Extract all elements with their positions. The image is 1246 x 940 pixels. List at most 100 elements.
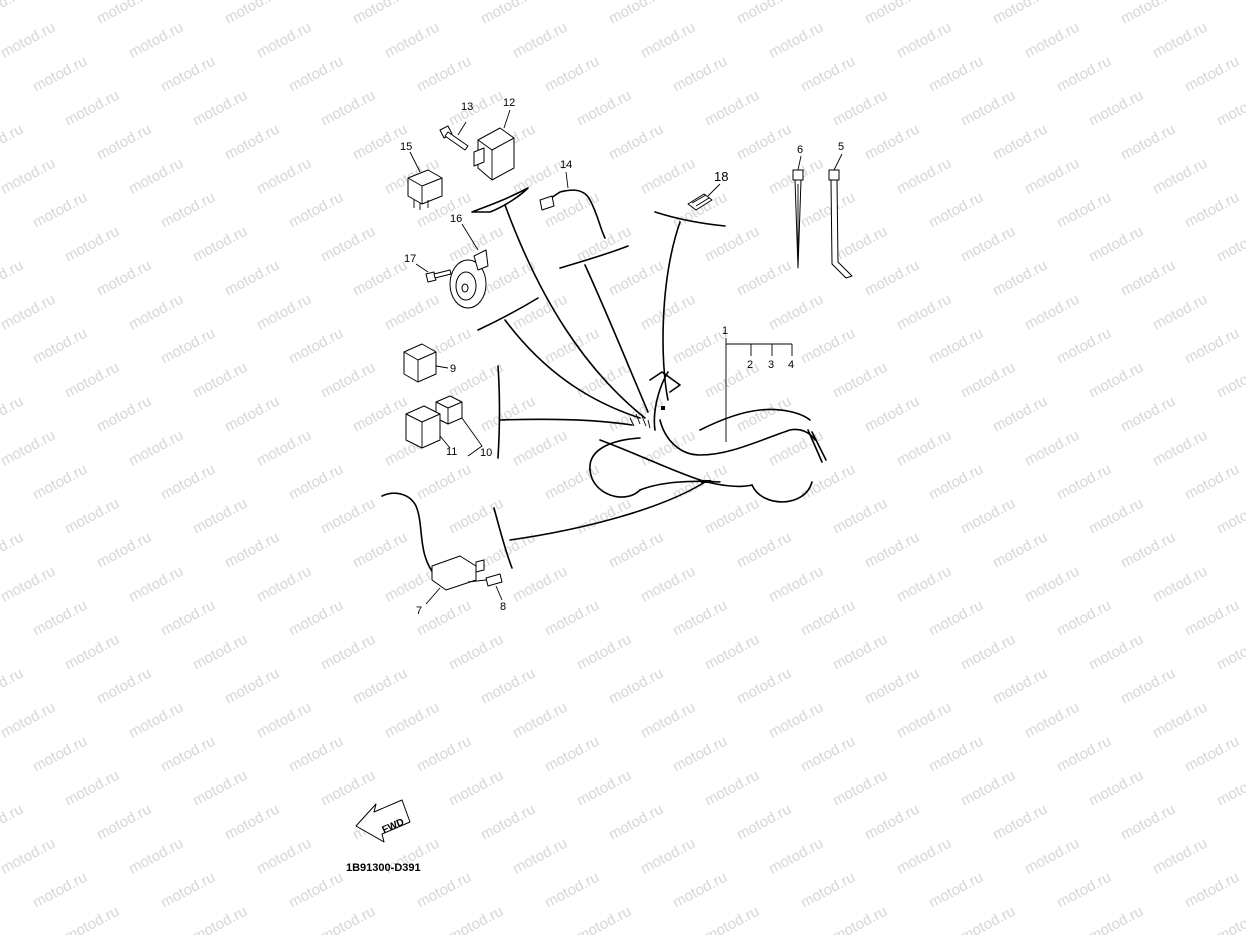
watermark-text: motod.ru bbox=[830, 903, 890, 935]
watermark-text: motod.ru bbox=[126, 155, 186, 198]
watermark-text: motod.ru bbox=[382, 19, 442, 62]
watermark-text: motod.ru bbox=[702, 903, 762, 935]
watermark-text: motod.ru bbox=[1150, 291, 1210, 334]
watermark-text: motod.ru bbox=[670, 597, 730, 640]
watermark-text: motod.ru bbox=[158, 869, 218, 912]
watermark-text: motod.ru bbox=[190, 767, 250, 810]
watermark-text: motod.ru bbox=[606, 529, 666, 572]
watermark-text: motod.ru bbox=[158, 597, 218, 640]
watermark-text: motod.ru bbox=[318, 223, 378, 266]
callout-8: 8 bbox=[500, 601, 506, 613]
watermark-text: motod.ru bbox=[862, 529, 922, 572]
watermark-text: motod.ru bbox=[1182, 53, 1242, 96]
watermark-text: motod.ru bbox=[862, 121, 922, 164]
watermark-text: motod.ru bbox=[478, 393, 538, 436]
watermark-text: motod.ru bbox=[574, 767, 634, 810]
watermark-text: motod.ru bbox=[414, 597, 474, 640]
watermark-text: motod.ru bbox=[1214, 631, 1246, 674]
watermark-text: motod.ru bbox=[1118, 393, 1178, 436]
bolt-17-icon bbox=[416, 264, 451, 282]
watermark-text: motod.ru bbox=[734, 393, 794, 436]
watermark-text: motod.ru bbox=[190, 87, 250, 130]
watermark-text: motod.ru bbox=[414, 53, 474, 96]
watermark-text: motod.ru bbox=[542, 53, 602, 96]
watermark-text: motod.ru bbox=[766, 291, 826, 334]
watermark-text: motod.ru bbox=[1182, 461, 1242, 504]
watermark-text: motod.ru bbox=[414, 869, 474, 912]
watermark-text: motod.ru bbox=[62, 223, 122, 266]
watermark-text: motod.ru bbox=[318, 903, 378, 935]
watermark-text: motod.ru bbox=[62, 495, 122, 538]
watermark-text: motod.ru bbox=[798, 597, 858, 640]
watermark-text: motod.ru bbox=[1118, 529, 1178, 572]
watermark-text: motod.ru bbox=[606, 801, 666, 844]
callout-3: 3 bbox=[768, 359, 774, 371]
watermark-text: motod.ru bbox=[190, 359, 250, 402]
watermark-text: motod.ru bbox=[638, 155, 698, 198]
watermark-text: motod.ru bbox=[830, 223, 890, 266]
watermark-text: motod.ru bbox=[30, 597, 90, 640]
callout-1: 1 bbox=[722, 325, 728, 337]
watermark-text: motod.ru bbox=[286, 53, 346, 96]
watermark-text: motod.ru bbox=[30, 189, 90, 232]
watermark-text: motod.ru bbox=[1086, 495, 1146, 538]
watermark-text: motod.ru bbox=[1118, 121, 1178, 164]
watermark-text: motod.ru bbox=[286, 325, 346, 368]
watermark-text: motod.ru bbox=[702, 495, 762, 538]
watermark-text: motod.ru bbox=[510, 427, 570, 470]
callout-5: 5 bbox=[838, 141, 844, 153]
watermark-text: motod.ru bbox=[958, 87, 1018, 130]
watermark-text: motod.ru bbox=[318, 767, 378, 810]
watermark-text: motod.ru bbox=[702, 631, 762, 674]
watermark-text: motod.ru bbox=[798, 325, 858, 368]
watermark-text: motod.ru bbox=[62, 903, 122, 935]
diagram-code: 1B91300-D391 bbox=[346, 862, 421, 874]
watermark-text: motod.ru bbox=[702, 767, 762, 810]
watermark-text: motod.ru bbox=[894, 835, 954, 878]
watermark-text: motod.ru bbox=[382, 699, 442, 742]
watermark-text: motod.ru bbox=[30, 461, 90, 504]
callout-12: 12 bbox=[503, 97, 515, 109]
watermark-text: motod.ru bbox=[158, 325, 218, 368]
watermark-text: motod.ru bbox=[926, 189, 986, 232]
watermark-text: motod.ru bbox=[1054, 53, 1114, 96]
watermark-text: motod.ru bbox=[1150, 155, 1210, 198]
watermark-text: motod.ru bbox=[126, 835, 186, 878]
watermark-text: motod.ru bbox=[0, 835, 58, 878]
watermark-text: motod.ru bbox=[574, 223, 634, 266]
watermark-text: motod.ru bbox=[1182, 733, 1242, 776]
watermark-text: motod.ru bbox=[990, 801, 1050, 844]
watermark-text: motod.ru bbox=[0, 155, 58, 198]
watermark-text: motod.ru bbox=[958, 631, 1018, 674]
watermark-text: motod.ru bbox=[1182, 189, 1242, 232]
watermark-text: motod.ru bbox=[1150, 563, 1210, 606]
cable-tie-6-icon bbox=[793, 156, 803, 268]
watermark-text: motod.ru bbox=[222, 393, 282, 436]
watermark-text: motod.ru bbox=[670, 733, 730, 776]
watermark-text: motod.ru bbox=[1182, 325, 1242, 368]
callout-7: 7 bbox=[416, 605, 422, 617]
watermark-text: motod.ru bbox=[990, 529, 1050, 572]
watermark-text: motod.ru bbox=[0, 19, 58, 62]
watermark-text: motod.ru bbox=[542, 189, 602, 232]
watermark-text: motod.ru bbox=[1086, 767, 1146, 810]
watermark-text: motod.ru bbox=[894, 19, 954, 62]
watermark-text: motod.ru bbox=[94, 0, 154, 28]
watermark-text: motod.ru bbox=[862, 665, 922, 708]
callout-14: 14 bbox=[560, 159, 572, 171]
watermark-text: motod.ru bbox=[318, 87, 378, 130]
watermark-text: motod.ru bbox=[798, 53, 858, 96]
watermark-text: motod.ru bbox=[1022, 699, 1082, 742]
watermark-text: motod.ru bbox=[798, 869, 858, 912]
watermark-text: motod.ru bbox=[446, 631, 506, 674]
watermark-text: motod.ru bbox=[862, 801, 922, 844]
watermark-text: motod.ru bbox=[1118, 801, 1178, 844]
watermark-text: motod.ru bbox=[926, 53, 986, 96]
watermark-text: motod.ru bbox=[158, 189, 218, 232]
watermark-text: motod.ru bbox=[510, 563, 570, 606]
watermark-text: motod.ru bbox=[830, 87, 890, 130]
watermark-text: motod.ru bbox=[350, 529, 410, 572]
watermark-text: motod.ru bbox=[94, 393, 154, 436]
callout-9: 9 bbox=[450, 363, 456, 375]
